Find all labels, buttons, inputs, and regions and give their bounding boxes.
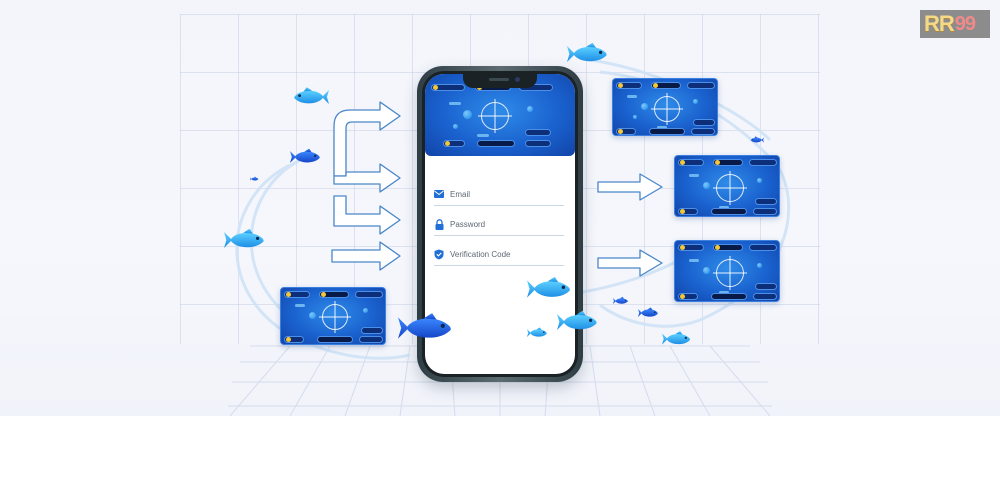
bottom-whitespace: [0, 416, 1000, 500]
password-field[interactable]: Password: [434, 206, 564, 236]
game-card-left-bottom[interactable]: [280, 287, 386, 345]
fish-icon: [556, 310, 606, 334]
fish-icon: [287, 86, 329, 108]
lock-icon: [434, 218, 444, 230]
password-label: Password: [450, 220, 486, 229]
email-field[interactable]: Email: [434, 176, 564, 206]
hud-side-label: [525, 129, 551, 136]
phone-screen: Email Password Verificatio: [425, 74, 575, 374]
fish-icon: [224, 228, 272, 252]
fish-icon: [566, 42, 616, 66]
game-card-right-bottom[interactable]: [674, 240, 780, 302]
fish-icon: [526, 327, 552, 339]
fish-icon: [250, 176, 260, 182]
fish-icon: [526, 276, 580, 302]
crosshair-icon: [481, 102, 509, 130]
shield-check-icon: [434, 249, 444, 259]
fish-icon: [748, 132, 764, 148]
hud-bottom-right: [525, 140, 551, 147]
verification-code-label: Verification Code: [450, 250, 511, 259]
envelope-icon: [434, 189, 444, 199]
hud-top-left: [431, 84, 465, 91]
login-form: Email Password Verificatio: [434, 176, 564, 266]
fish-icon: [398, 312, 462, 344]
hud-bottom-left: [443, 140, 465, 147]
fish-icon: [613, 296, 631, 306]
scene-background: Email Password Verificatio: [0, 0, 1000, 416]
game-card-right-middle[interactable]: [674, 155, 780, 217]
phone-notch: [463, 74, 537, 88]
hud-bottom-center[interactable]: [477, 140, 515, 147]
fish-icon: [290, 148, 326, 166]
flow-arrows-left: [331, 101, 401, 271]
verification-code-field[interactable]: Verification Code: [434, 236, 564, 266]
flow-arrows-right: [597, 173, 663, 277]
fish-icon: [662, 330, 696, 348]
fish-icon: [638, 306, 662, 320]
email-label: Email: [450, 190, 471, 199]
game-card-right-top[interactable]: [612, 78, 718, 136]
